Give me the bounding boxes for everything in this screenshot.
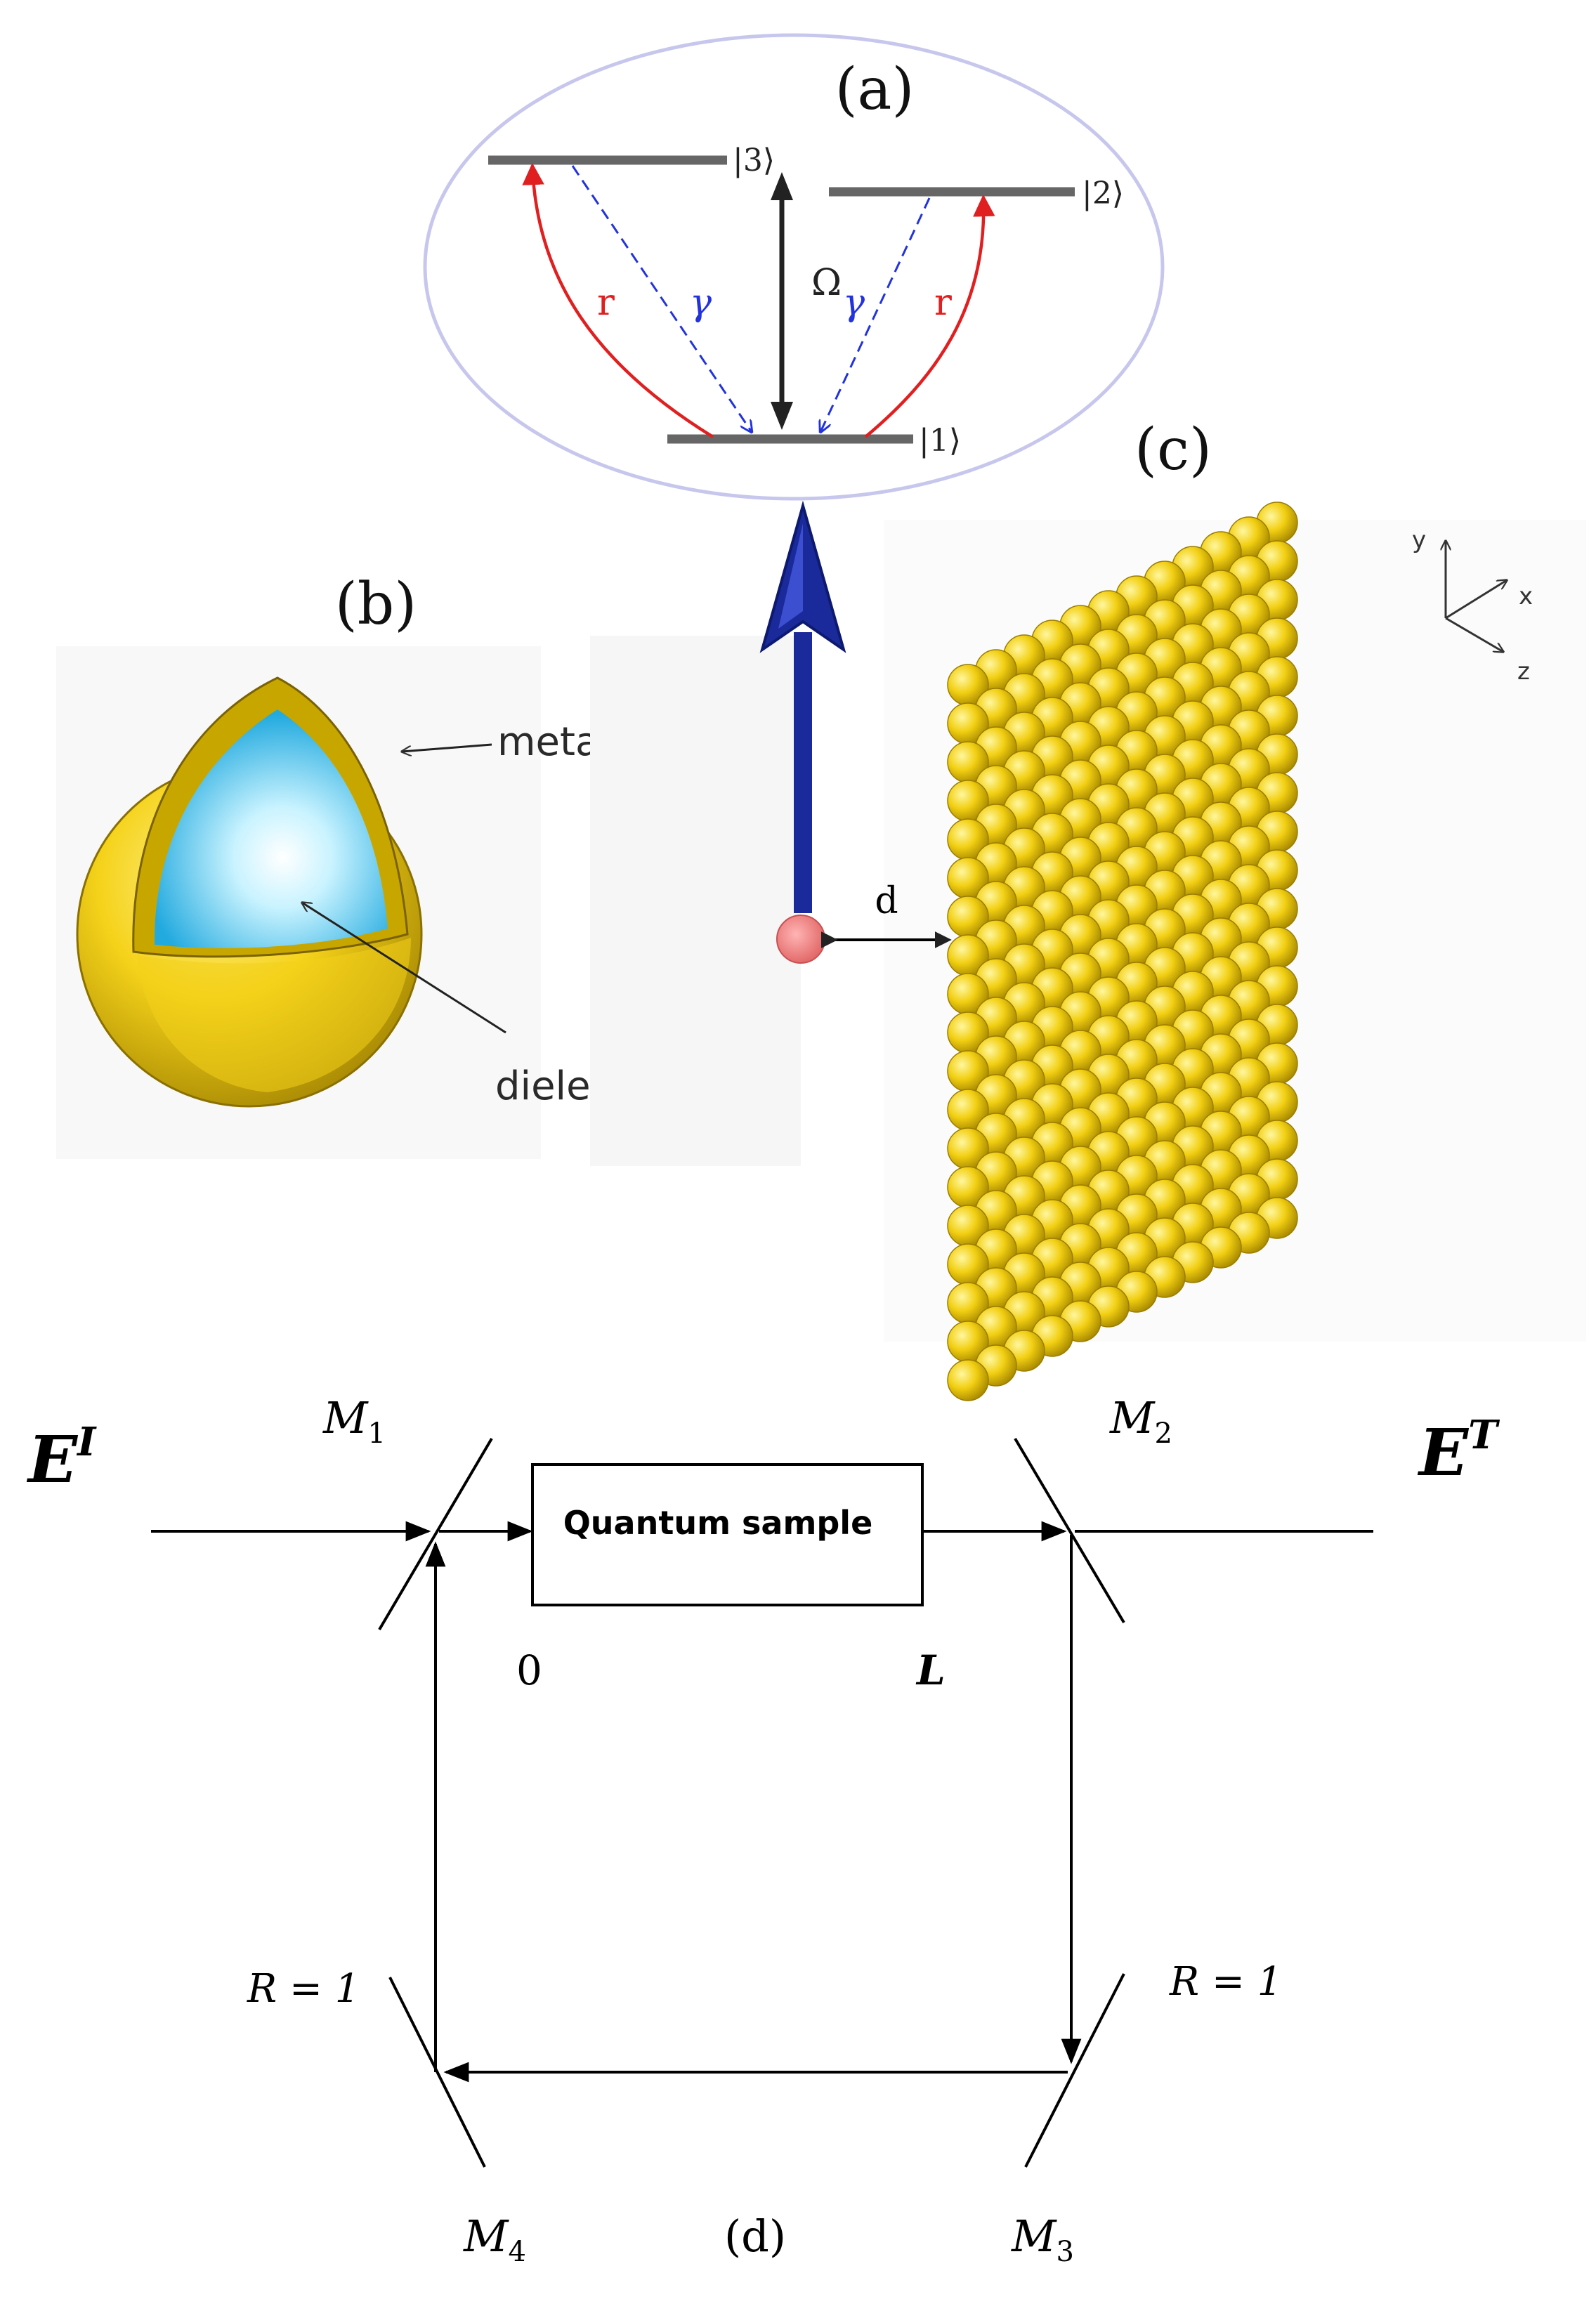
nanoparticle-lattice	[947, 502, 1298, 1401]
axis-y-label: y	[1412, 526, 1426, 554]
level-3-label: |3⟩	[733, 143, 775, 178]
distance-label: d	[875, 880, 898, 922]
gamma-right-label: γ	[843, 282, 865, 324]
mirror-m4-label: M4	[463, 2210, 526, 2268]
axis-z	[1445, 617, 1503, 652]
output-field-label: ET	[1417, 1412, 1500, 1491]
reflectivity-right-label: R = 1	[1169, 1959, 1282, 2005]
reflectivity-left-label: R = 1	[247, 1966, 360, 2012]
dipole-shaft	[794, 632, 812, 913]
lattice-nanoparticle	[947, 1359, 989, 1401]
mirror-m2	[1014, 1437, 1125, 1624]
input-field-label: EI	[26, 1419, 97, 1498]
axis-x	[1445, 580, 1507, 620]
quantum-emitter-dot	[776, 915, 825, 964]
level-1-label: |1⟩	[919, 423, 961, 459]
coordinate-axes: y x z	[1412, 526, 1533, 686]
quantum-sample-label: Quantum sample	[563, 1504, 873, 1542]
mirror-m3	[1024, 1973, 1125, 2168]
panel-c-array: (c) d y x z	[590, 417, 1586, 1401]
mirror-m1	[378, 1437, 493, 1631]
panel-a-label: (a)	[835, 56, 915, 123]
axis-x-label: x	[1519, 582, 1533, 610]
panel-c-label: (c)	[1134, 417, 1212, 483]
mirror-m2-label: M2	[1109, 1392, 1172, 1450]
panel-a-level-scheme: (a) |3⟩ |2⟩ |1⟩ Ω r r γ γ	[423, 33, 1165, 501]
middle-strip-background	[590, 636, 801, 1166]
r-left-label: r	[597, 282, 615, 324]
dipole-arrowhead-shine	[778, 523, 803, 629]
panel-b-label: (b)	[335, 571, 417, 638]
omega-arrowhead-down	[771, 402, 793, 430]
omega-label: Ω	[811, 262, 842, 304]
red-transition-right	[864, 194, 995, 438]
decay-gamma-left	[571, 165, 752, 432]
axis-z-label: z	[1517, 657, 1530, 686]
core-pointer	[302, 903, 506, 1034]
dielectric-core	[154, 709, 388, 948]
panel-a-ellipse	[423, 33, 1165, 501]
sample-start-label: 0	[516, 1646, 542, 1694]
red-transition-left	[522, 162, 714, 438]
shell-lower-highlight	[137, 938, 411, 1092]
r-right-label: r	[934, 282, 952, 324]
gamma-left-label: γ	[690, 282, 712, 324]
omega-arrowhead-up	[771, 172, 793, 200]
panel-d-label: (d)	[724, 2210, 786, 2262]
sample-end-label: L	[915, 1646, 946, 1694]
quantum-sample-box	[531, 1463, 924, 1606]
shell-pointer	[402, 743, 492, 752]
panel-b-nanoparticle: (b) metallic shell dielectric core	[56, 571, 774, 1159]
mirror-m1-label: M1	[322, 1392, 386, 1450]
decay-gamma-right	[820, 197, 931, 432]
mirror-m4	[388, 1977, 486, 2168]
mirror-m3-label: M3	[1011, 2210, 1074, 2268]
panel-d-ring-cavity: Quantum sample EI ET M1 M2 M3 M4 0 L R =…	[26, 1392, 1500, 2268]
level-2-label: |2⟩	[1082, 176, 1124, 211]
